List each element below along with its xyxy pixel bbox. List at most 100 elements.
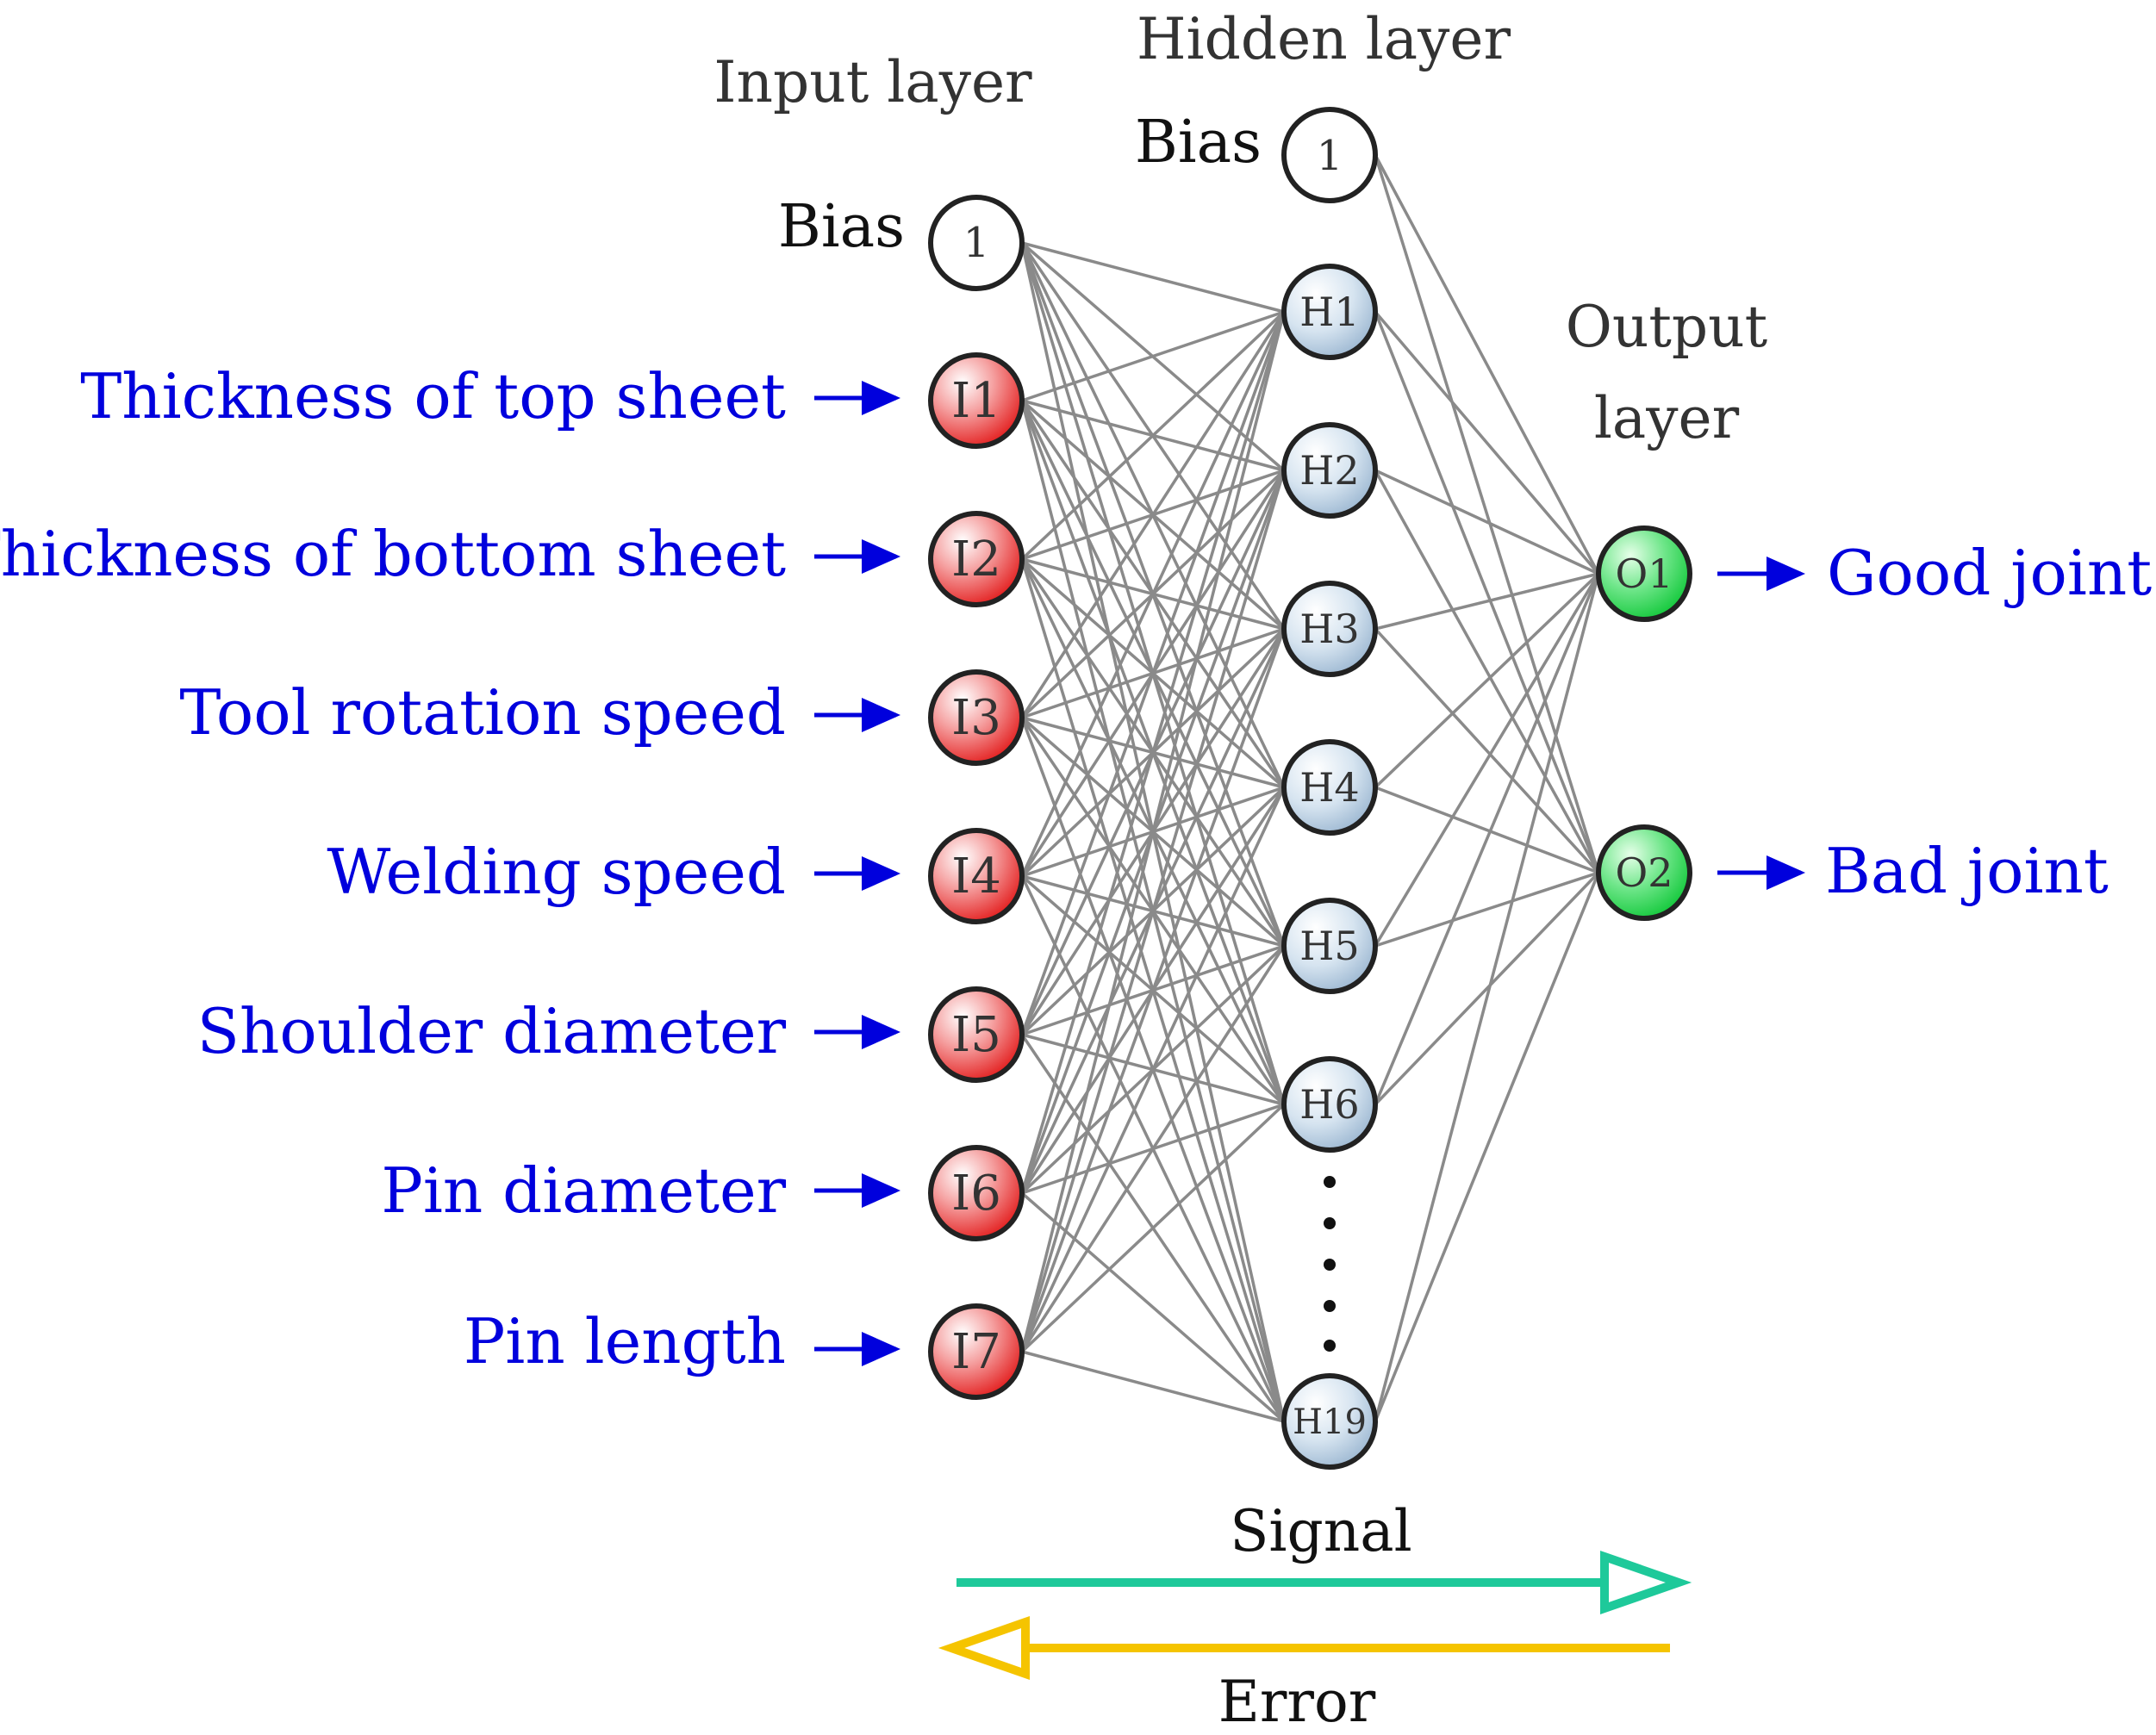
connection-lines xyxy=(1020,154,1600,1423)
connection-input-hidden xyxy=(1020,311,1286,1035)
input-row-3: Tool rotation speed I3 xyxy=(179,669,1025,766)
input-node-2 xyxy=(928,511,1025,607)
connection-hidden-output xyxy=(1374,872,1600,1422)
hidden-node-5: H5 xyxy=(1281,898,1378,994)
connection-input-hidden xyxy=(1021,241,1285,314)
hidden-ellipsis xyxy=(1324,1176,1336,1352)
connection-input-hidden xyxy=(1020,311,1286,1353)
input-row-5: Shoulder diameter I5 xyxy=(197,986,1025,1083)
input-node-3-id: I3 xyxy=(951,690,1001,746)
input-node-4-id: I4 xyxy=(951,849,1001,905)
hidden-node-2: H2 xyxy=(1281,422,1378,519)
connection-hidden-output xyxy=(1374,154,1600,874)
connection-input-hidden xyxy=(1020,310,1286,561)
hidden-node-6: H6 xyxy=(1281,1056,1378,1153)
input-node-5 xyxy=(928,986,1025,1083)
signal-arrow-head xyxy=(1600,1550,1692,1615)
input-node-4 xyxy=(928,828,1025,924)
connection-hidden-output xyxy=(1374,469,1599,575)
hidden-node-19-id: H19 xyxy=(1293,1402,1367,1442)
output-node-2 xyxy=(1596,824,1692,921)
connection-input-hidden xyxy=(1020,470,1286,1353)
hidden-node-6-id: H6 xyxy=(1299,1081,1359,1128)
connection-hidden-output xyxy=(1374,311,1600,874)
input-label-5: Shoulder diameter xyxy=(197,995,787,1067)
connection-input-hidden xyxy=(1020,311,1286,1194)
hidden-node-4: H4 xyxy=(1281,739,1378,836)
connection-input-hidden xyxy=(1020,1103,1286,1353)
hidden-node-3: H3 xyxy=(1281,581,1378,677)
connection-hidden-output xyxy=(1374,871,1600,1106)
output-layer: O1 Good joint O2 Bad joint xyxy=(1596,525,2152,921)
hidden-node-4-id: H4 xyxy=(1299,764,1359,811)
input-layer: Thickness of top sheet I1 Thickness of b… xyxy=(0,352,1025,1400)
connection-input-hidden xyxy=(1020,945,1286,1353)
connection-input-hidden xyxy=(1020,311,1286,718)
connection-hidden-output xyxy=(1374,573,1600,1105)
input-bias-value: 1 xyxy=(963,219,990,267)
output-layer-title-line1: Output xyxy=(1566,294,1767,360)
hidden-bias-value: 1 xyxy=(1317,132,1343,180)
connection-hidden-output xyxy=(1374,573,1600,1422)
input-label-2: Thickness of bottom sheet xyxy=(0,518,786,590)
error-label: Error xyxy=(1218,1669,1376,1735)
input-node-1 xyxy=(928,352,1025,449)
hidden-node-5-id: H5 xyxy=(1299,923,1359,969)
input-node-2-id: I2 xyxy=(951,532,1001,588)
input-node-6 xyxy=(928,1145,1025,1241)
hidden-layer: H1 H2 H3 H4 H5 H6 xyxy=(1281,264,1378,1470)
input-bias-node: 1 xyxy=(928,195,1025,291)
output-node-1-id: O1 xyxy=(1616,550,1673,597)
input-layer-title: Input layer xyxy=(713,49,1032,115)
input-row-6: Pin diameter I6 xyxy=(381,1145,1025,1241)
hidden-layer-title: Hidden layer xyxy=(1137,6,1511,72)
connection-hidden-output xyxy=(1374,786,1599,874)
input-row-7: Pin length I7 xyxy=(464,1303,1025,1400)
output-layer-title-line2: layer xyxy=(1594,385,1740,451)
hidden-node-1-id: H1 xyxy=(1299,289,1359,335)
hidden-bias-node: 1 xyxy=(1281,107,1378,203)
input-row-4: Welding speed I4 xyxy=(327,828,1025,924)
input-label-4: Welding speed xyxy=(327,836,786,908)
input-node-6-id: I6 xyxy=(951,1166,1001,1222)
connection-hidden-output xyxy=(1374,572,1599,631)
signal-flow: Signal xyxy=(956,1498,1692,1615)
connection-input-hidden xyxy=(1021,310,1285,402)
input-node-1-id: I1 xyxy=(951,373,1001,429)
input-label-7: Pin length xyxy=(464,1305,786,1377)
connection-hidden-output xyxy=(1374,154,1600,575)
input-node-5-id: I5 xyxy=(951,1007,1001,1063)
connection-input-hidden xyxy=(1020,628,1286,1353)
output-node-1 xyxy=(1596,525,1692,622)
output-row-2: O2 Bad joint xyxy=(1596,824,2109,921)
output-label-1: Good joint xyxy=(1827,537,2152,609)
connection-hidden-output xyxy=(1374,627,1600,874)
signal-label: Signal xyxy=(1230,1498,1412,1564)
input-label-3: Tool rotation speed xyxy=(179,676,786,749)
input-row-2: Thickness of bottom sheet I2 xyxy=(0,511,1025,607)
error-flow: Error xyxy=(938,1615,1670,1735)
connection-input-hidden xyxy=(1021,1350,1285,1423)
connection-input-hidden xyxy=(1020,311,1286,877)
hidden-node-2-id: H2 xyxy=(1299,447,1359,494)
connection-input-hidden xyxy=(1020,787,1286,1353)
connection-hidden-output xyxy=(1374,310,1600,575)
connection-hidden-output xyxy=(1374,572,1600,789)
input-node-3 xyxy=(928,669,1025,766)
output-node-2-id: O2 xyxy=(1616,849,1673,896)
input-node-7-id: I7 xyxy=(951,1324,1001,1380)
hidden-node-3-id: H3 xyxy=(1299,606,1359,652)
error-arrow-head xyxy=(938,1615,1030,1681)
output-label-2: Bad joint xyxy=(1825,835,2109,907)
connection-hidden-output xyxy=(1374,573,1600,947)
hidden-node-19: H19 xyxy=(1281,1373,1378,1470)
hidden-bias-label: Bias xyxy=(1135,109,1262,177)
input-bias-label: Bias xyxy=(778,193,905,261)
hidden-node-1: H1 xyxy=(1281,264,1378,360)
connection-hidden-output xyxy=(1374,470,1600,874)
connection-hidden-output xyxy=(1374,871,1599,948)
output-row-1: O1 Good joint xyxy=(1596,525,2152,622)
input-node-7 xyxy=(928,1303,1025,1400)
input-label-6: Pin diameter xyxy=(381,1154,786,1227)
